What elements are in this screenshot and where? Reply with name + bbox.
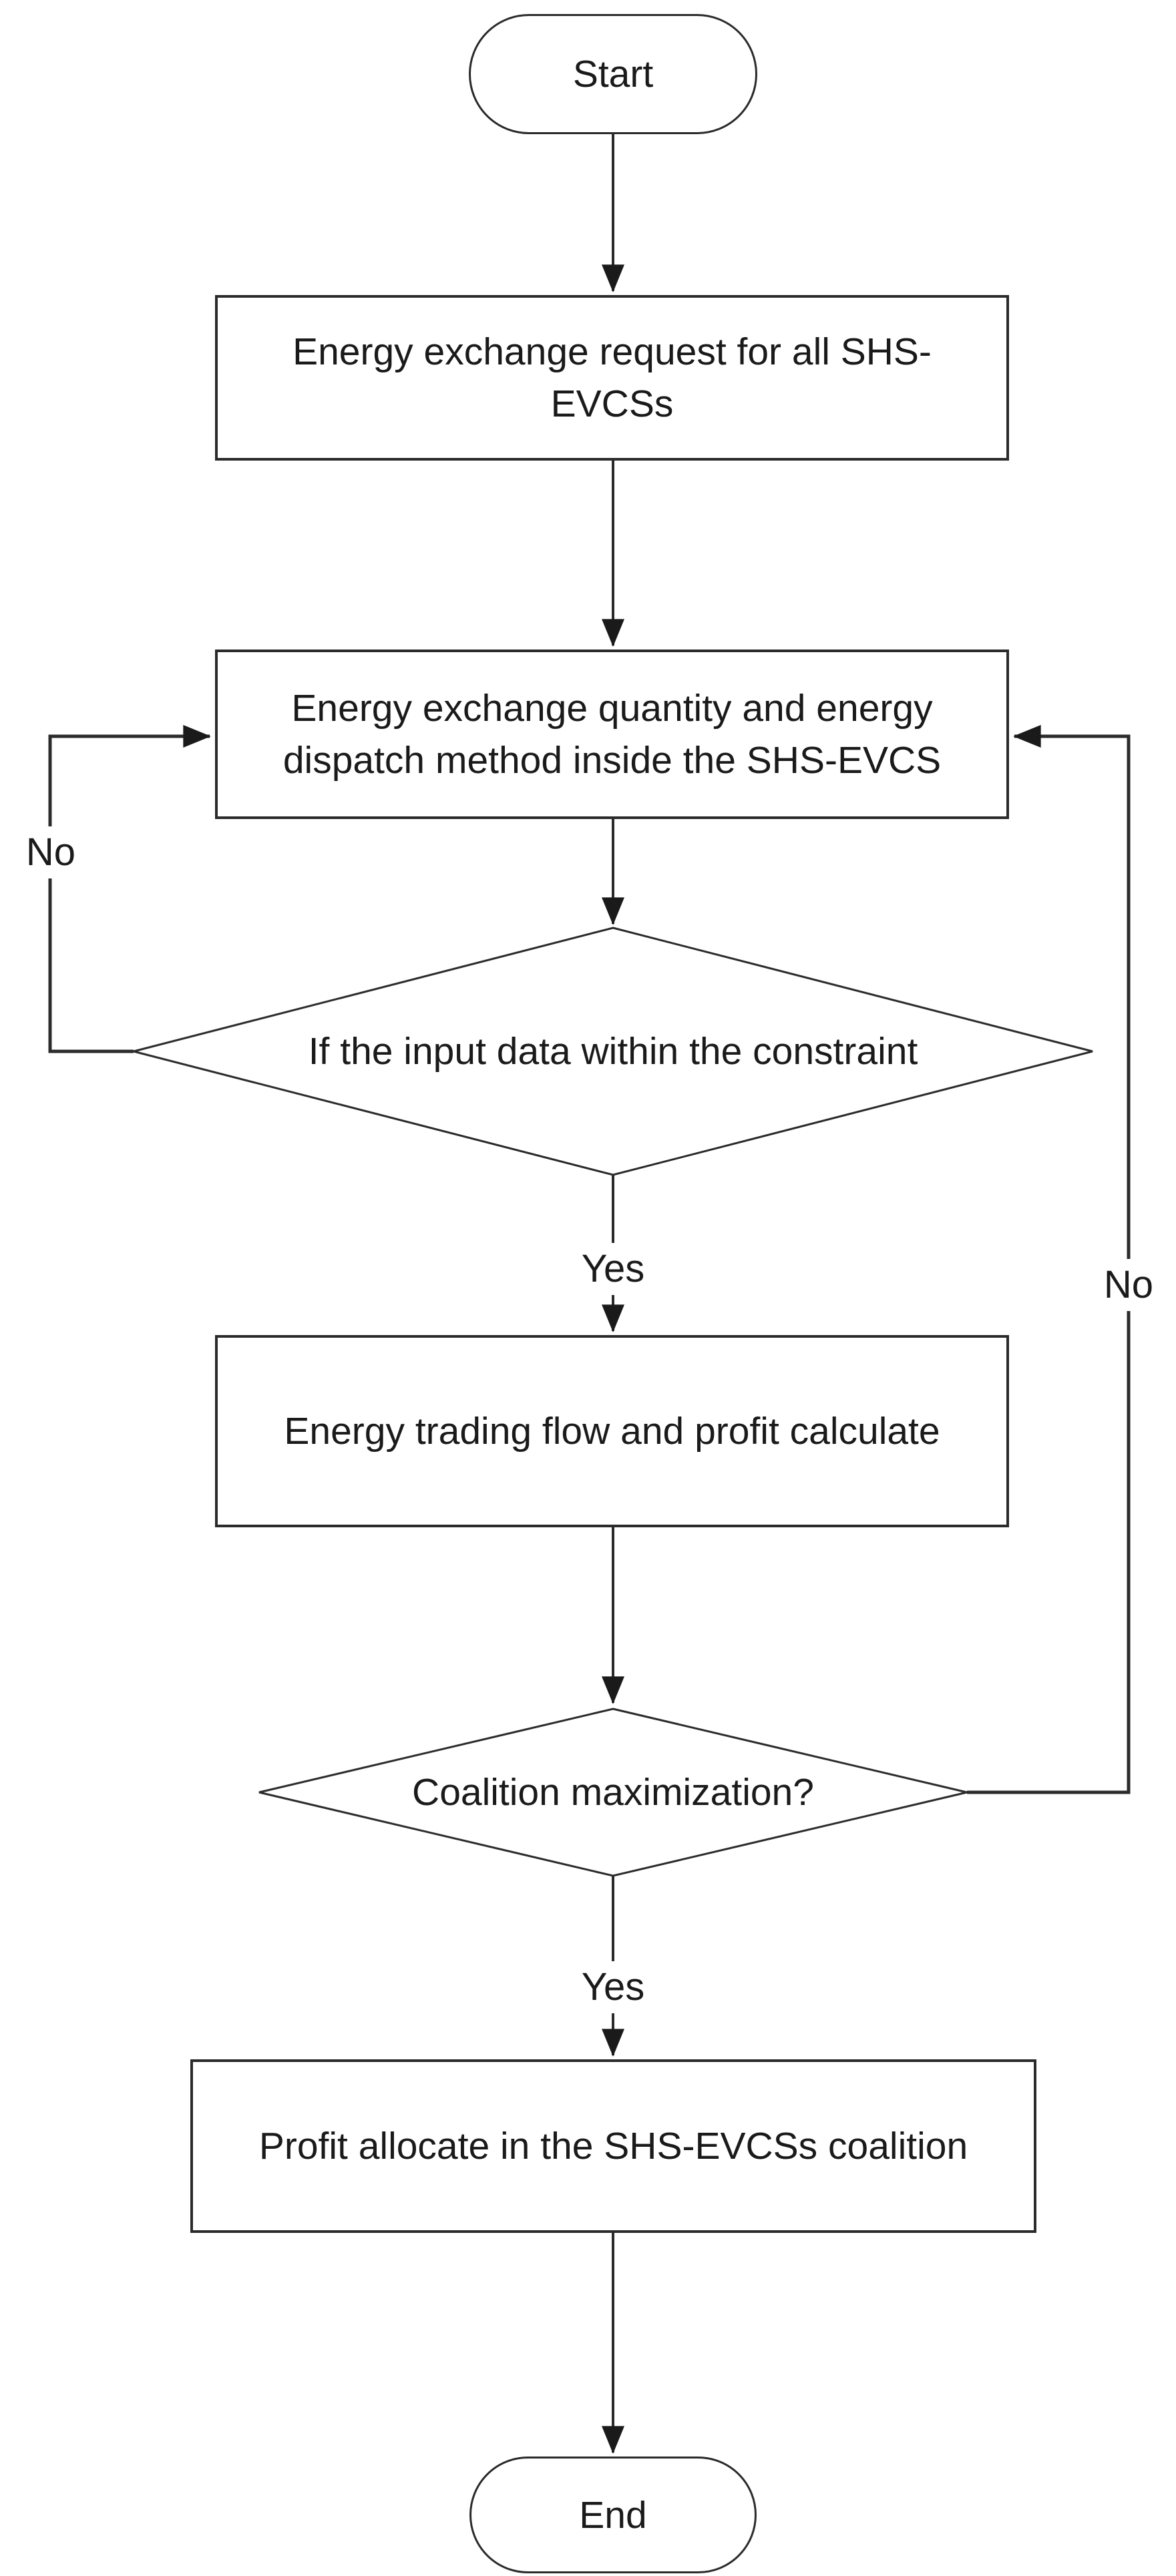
node-energy-exchange-request-line1: Energy exchange request for all SHS- [292,330,932,373]
edge-label-constraint-no: No [20,826,81,878]
node-energy-exchange-request: Energy exchange request for all SHS- EVC… [215,295,1009,461]
node-energy-trading-flow-label: Energy trading flow and profit calculate [284,1410,940,1453]
node-constraint-decision-label: If the input data within the constraint [308,1030,918,1073]
node-energy-trading-flow: Energy trading flow and profit calculate [215,1335,1009,1527]
node-energy-exchange-request-line2: EVCSs [550,382,674,425]
node-profit-allocate-label: Profit allocate in the SHS-EVCSs coaliti… [258,2125,968,2167]
node-start-label: Start [572,53,654,95]
connector-constraint-no-loop [48,725,211,1053]
constraint-decision-diamond-shape [133,927,1093,1176]
edge-label-coalition-yes: Yes [576,1961,650,2013]
node-end: End [469,2457,757,2573]
node-coalition-decision-label: Coalition maximization? [412,1771,814,1814]
node-energy-dispatch-method: Energy exchange quantity and energy disp… [215,650,1009,819]
edge-label-constraint-yes: Yes [576,1243,650,1295]
coalition-decision-diamond-shape [258,1708,968,1877]
edge-label-coalition-no: No [1098,1259,1159,1311]
node-end-label: End [579,2493,647,2537]
node-energy-dispatch-method-line1: Energy exchange quantity and energy [291,687,933,730]
node-start: Start [469,14,757,134]
node-energy-dispatch-method-line2: dispatch method inside the SHS-EVCS [282,739,942,782]
node-profit-allocate: Profit allocate in the SHS-EVCSs coaliti… [190,2059,1036,2233]
